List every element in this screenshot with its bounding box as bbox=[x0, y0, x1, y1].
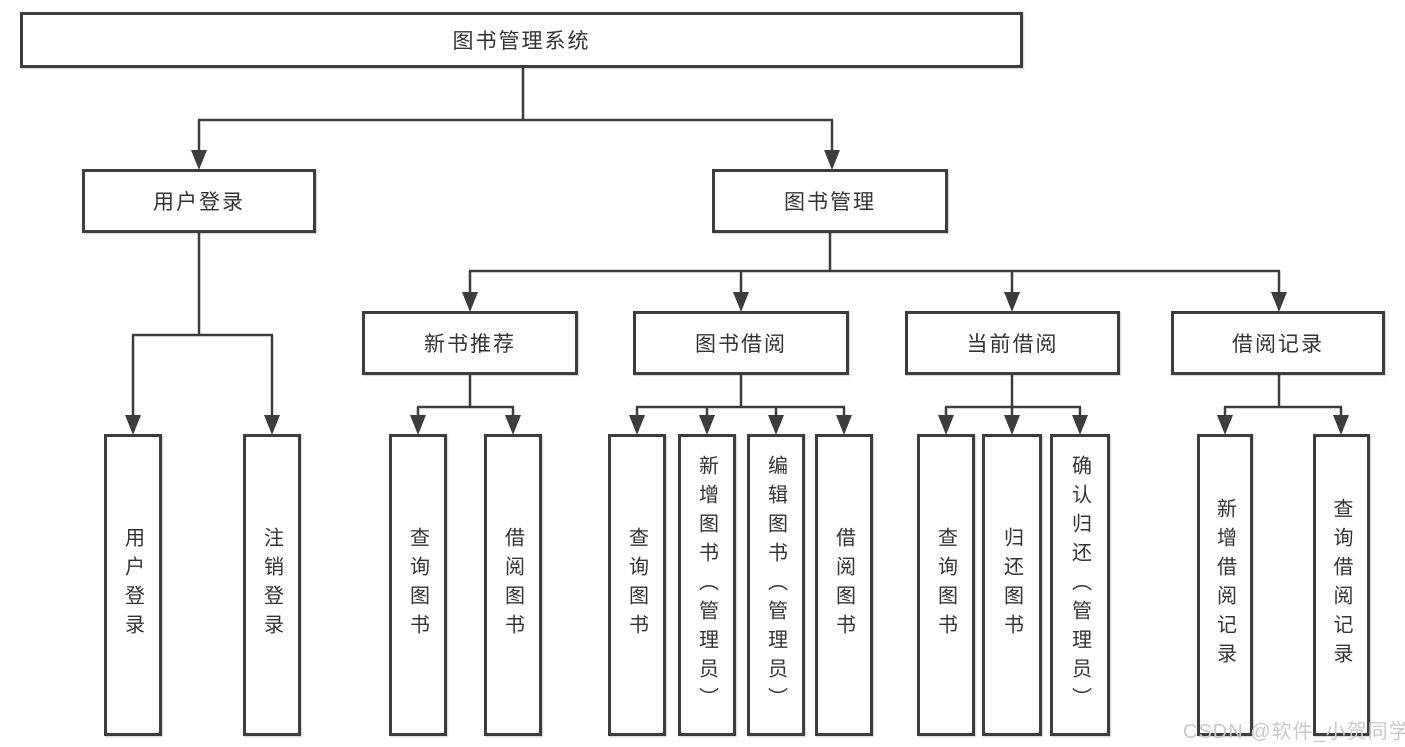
node-label: 借阅图书 bbox=[832, 527, 855, 643]
node-library-management-system: 图书管理系统 bbox=[20, 12, 1023, 68]
node-label: 确认归还（管理员） bbox=[1068, 454, 1091, 716]
leaf-logout: 注销登录 bbox=[243, 434, 301, 736]
node-label: 编辑图书（管理员） bbox=[764, 454, 787, 716]
node-label: 查询借阅记录 bbox=[1330, 498, 1352, 672]
node-label: 用户登录 bbox=[153, 191, 245, 214]
node-label: 借阅记录 bbox=[1232, 333, 1324, 356]
node-label: 新增图书（管理员） bbox=[695, 454, 718, 716]
node-user-login: 用户登录 bbox=[82, 169, 316, 233]
node-label: 归还图书 bbox=[1000, 527, 1023, 643]
leaf-user-login: 用户登录 bbox=[104, 434, 162, 736]
node-label: 查询图书 bbox=[934, 527, 957, 643]
leaf-edit-book-admin: 编辑图书（管理员） bbox=[747, 434, 805, 736]
node-label: 图书管理 bbox=[784, 191, 876, 214]
leaf-query-books-recommend: 查询图书 bbox=[389, 434, 447, 736]
leaf-add-borrow-record: 新增借阅记录 bbox=[1197, 434, 1253, 736]
node-label: 新增借阅记录 bbox=[1213, 498, 1236, 672]
node-label: 新书推荐 bbox=[424, 333, 516, 356]
node-label: 图书管理系统 bbox=[452, 30, 591, 53]
leaf-borrow-books-recommend: 借阅图书 bbox=[484, 434, 542, 736]
leaf-query-books-current: 查询图书 bbox=[917, 434, 975, 736]
node-label: 用户登录 bbox=[121, 527, 144, 643]
node-book-borrowing: 图书借阅 bbox=[633, 311, 849, 375]
node-label: 查询图书 bbox=[625, 527, 648, 643]
leaf-return-books: 归还图书 bbox=[982, 434, 1042, 736]
leaf-query-books-borrowing: 查询图书 bbox=[608, 434, 666, 736]
node-new-book-recommendation: 新书推荐 bbox=[362, 311, 578, 375]
node-label: 查询图书 bbox=[406, 527, 429, 643]
node-borrowing-records: 借阅记录 bbox=[1171, 311, 1385, 375]
leaf-query-borrow-record: 查询借阅记录 bbox=[1313, 434, 1370, 736]
node-label: 当前借阅 bbox=[966, 333, 1059, 356]
node-book-management: 图书管理 bbox=[712, 169, 948, 233]
node-current-borrowing: 当前借阅 bbox=[905, 311, 1120, 375]
node-label: 借阅图书 bbox=[501, 527, 524, 643]
watermark: CSDN @软件_小贺同学 bbox=[1183, 721, 1405, 743]
node-label: 注销登录 bbox=[260, 527, 283, 643]
leaf-borrow-books: 借阅图书 bbox=[815, 434, 873, 736]
node-label: 图书借阅 bbox=[695, 333, 787, 356]
leaf-add-book-admin: 新增图书（管理员） bbox=[678, 434, 736, 736]
leaf-confirm-return-admin: 确认归还（管理员） bbox=[1050, 434, 1110, 736]
